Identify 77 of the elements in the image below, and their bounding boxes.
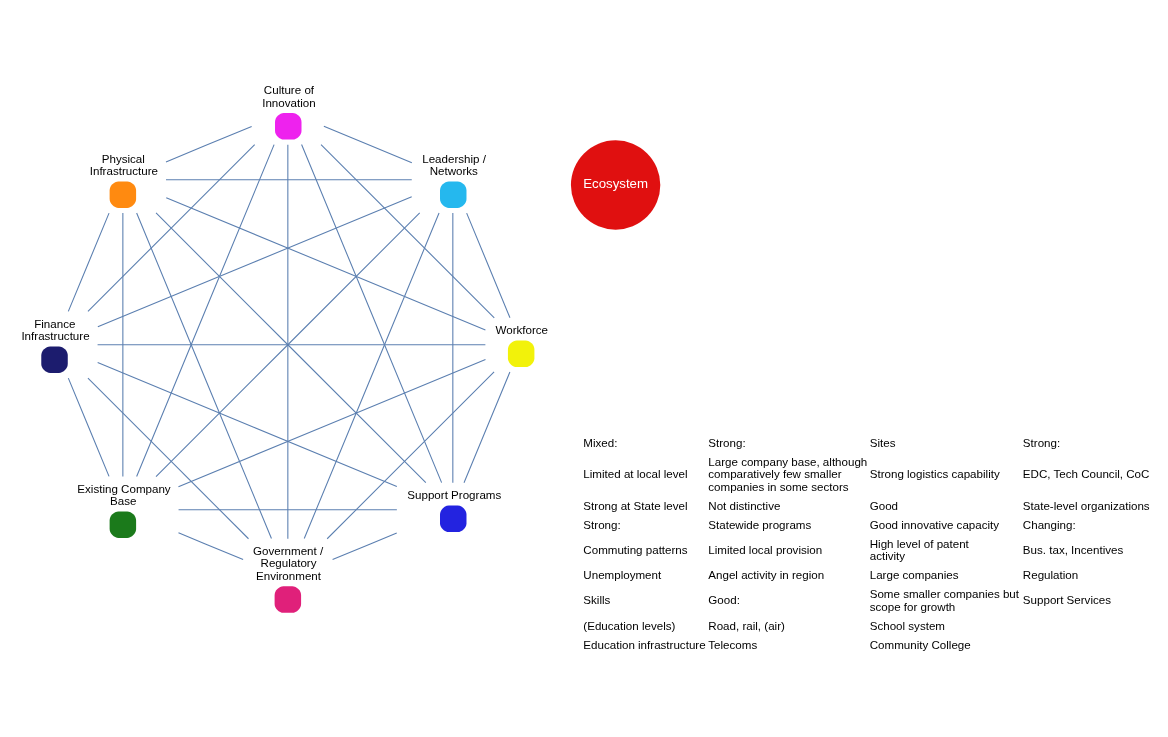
node-circle <box>109 510 137 538</box>
label: Large company base, although comparatively few smaller companies in some sectors <box>708 455 868 493</box>
connector <box>303 212 440 539</box>
label: Good: <box>708 593 740 606</box>
label: Strong: <box>583 518 621 531</box>
label: Education infrastructure <box>583 638 706 651</box>
connector <box>326 370 495 539</box>
node-label: Leadership / Networks <box>422 152 486 177</box>
connector <box>332 531 398 560</box>
label: Changing: <box>1022 518 1076 531</box>
connector <box>323 125 413 163</box>
connector <box>165 196 486 330</box>
label: High level of patent activity <box>869 537 969 562</box>
label: Mixed: <box>583 436 618 449</box>
label: School system <box>869 619 946 632</box>
label: Regulation <box>1022 568 1079 581</box>
connector <box>463 370 511 483</box>
connector <box>177 531 244 560</box>
connector <box>136 143 275 477</box>
connector <box>320 143 495 318</box>
node-circle <box>440 180 467 208</box>
label: Large companies <box>869 568 959 581</box>
connector <box>177 358 487 487</box>
node-label: Culture of Innovation <box>262 83 316 109</box>
label: Strong at State level <box>583 499 688 512</box>
label: Limited local provision <box>708 543 823 556</box>
connector <box>165 178 413 180</box>
connector <box>97 195 413 327</box>
connector <box>452 211 454 483</box>
label: Not distinctive <box>708 499 781 512</box>
node-label: Physical Infrastructure <box>89 152 158 177</box>
connector <box>97 343 486 345</box>
label: (Education levels) <box>583 619 676 632</box>
label: Angel activity in region <box>708 568 825 581</box>
connector <box>67 212 110 312</box>
label: Road, rail, (air) <box>708 619 785 632</box>
node-circle: Ecosystem <box>570 139 661 230</box>
label: Telecoms <box>708 638 758 651</box>
connector <box>87 143 256 312</box>
node-label: Workforce <box>495 323 549 336</box>
label: Skills <box>583 593 611 606</box>
label: Good innovative capacity <box>869 518 1000 531</box>
node-circle <box>109 180 137 208</box>
label: Commuting patterns <box>583 543 688 556</box>
connector <box>165 125 253 162</box>
label: Community College <box>869 638 971 651</box>
node-label: Existing Company Base <box>77 482 171 507</box>
label: Support Services <box>1022 593 1112 606</box>
label: Strong: <box>708 436 746 449</box>
connector <box>97 361 398 487</box>
label: Unemployment <box>583 568 662 581</box>
label: Strong: <box>1022 436 1061 449</box>
connector <box>287 143 289 539</box>
label: Limited at local level <box>583 467 688 480</box>
label: Good <box>869 499 899 512</box>
label: Some smaller companies but scope for growth <box>869 587 1020 613</box>
node-circle <box>41 345 68 373</box>
label: Strong logistics capability <box>869 467 1000 480</box>
node-label: Support Programs <box>407 488 502 501</box>
label: State-level organizations <box>1022 499 1150 512</box>
node-label: Finance Infrastructure <box>21 317 90 342</box>
label: Bus. tax, Incentives <box>1022 543 1124 556</box>
node-circle <box>440 505 467 532</box>
connector <box>301 143 443 483</box>
connector <box>122 211 124 477</box>
label: Statewide programs <box>708 518 812 531</box>
connector <box>178 508 398 510</box>
label: Sites <box>869 436 896 449</box>
connector <box>466 212 511 318</box>
connector <box>87 377 250 539</box>
connector <box>136 212 272 539</box>
node-circle <box>275 112 302 140</box>
node-circle <box>507 340 535 367</box>
node-circle <box>274 585 302 613</box>
label: EDC, Tech Council, CoC <box>1022 467 1150 480</box>
connector <box>67 377 110 477</box>
node-label: Government / Regulatory Environment <box>253 544 324 582</box>
